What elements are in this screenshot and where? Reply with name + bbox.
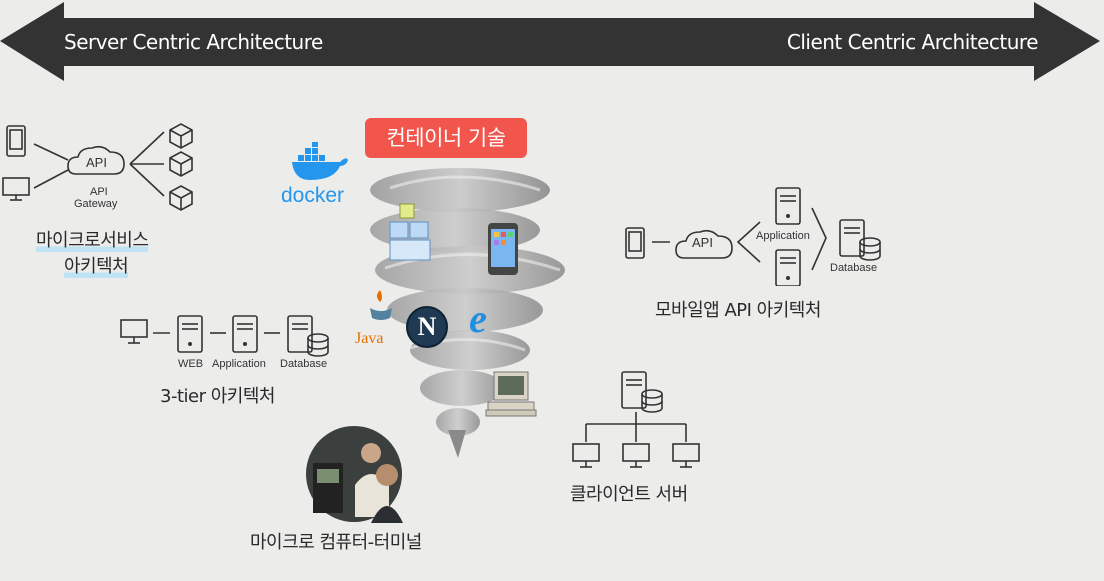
gateway-label-2: Gateway: [74, 198, 118, 210]
microcomputer-title: 마이크로 컴퓨터-터미널: [250, 532, 422, 553]
tier-label-database: Database: [280, 358, 328, 370]
monitor-icon-1: [572, 443, 600, 468]
mobile-application-label: Application: [756, 230, 810, 242]
mobile-api-diagram: [625, 187, 881, 286]
netscape-icon: N: [406, 306, 448, 348]
microservices-title-2: 아키텍처: [64, 252, 129, 278]
container-tech-tag: 컨테이너 기술: [365, 118, 527, 158]
old-computer-icon: [485, 371, 537, 417]
phone-icon: [625, 227, 645, 259]
cube-icon-1: [169, 123, 193, 149]
internet-explorer-icon: e: [469, 296, 487, 341]
gateway-label-1: API: [90, 186, 108, 198]
monitor-icon-3: [672, 443, 700, 468]
direction-arrow: [0, 2, 1100, 81]
server-icon-application-1: [775, 187, 801, 225]
database-server-icon: [287, 315, 329, 357]
database-server-icon: [839, 219, 881, 261]
cloud-icon: [675, 229, 733, 259]
microservices-diagram: [2, 123, 193, 211]
microservices-title-1: 마이크로서비스: [36, 226, 149, 252]
docker-whale-icon: [292, 142, 348, 180]
api-cloud-label: API: [86, 155, 107, 170]
microcomputer-photo: [306, 426, 403, 523]
client-centric-label: Client Centric Architecture: [786, 30, 1039, 54]
phone-icon: [6, 125, 26, 157]
mobile-database-label: Database: [830, 262, 878, 274]
cloud-icon: [67, 145, 125, 175]
client-server-diagram: [572, 371, 700, 468]
monitor-icon-2: [622, 443, 650, 468]
mobile-api-cloud-label: API: [692, 235, 713, 250]
tier-label-web: WEB: [178, 358, 204, 370]
monitor-icon: [120, 319, 148, 344]
three-tier-diagram: [120, 315, 329, 357]
cube-icon-3: [169, 185, 193, 211]
mobile-api-title: 모바일앱 API 아키텍처: [655, 300, 821, 321]
java-logo-text: Java: [355, 330, 384, 347]
server-icon-web: [177, 315, 203, 353]
three-tier-title: 3-tier 아키텍처: [160, 386, 275, 407]
database-server-icon: [621, 371, 663, 413]
server-icon-application: [232, 315, 258, 353]
docker-logo-text: docker: [281, 184, 345, 207]
server-centric-label: Server Centric Architecture: [64, 30, 323, 54]
blocks-icon: [389, 203, 431, 261]
java-cup-icon: [370, 290, 392, 320]
smartphone-icon: [488, 223, 518, 275]
server-icon-application-2: [775, 249, 801, 286]
cube-icon-2: [169, 151, 193, 177]
tier-label-application: Application: [212, 358, 266, 370]
client-server-title: 클라이언트 서버: [570, 484, 688, 505]
monitor-icon: [2, 177, 30, 201]
